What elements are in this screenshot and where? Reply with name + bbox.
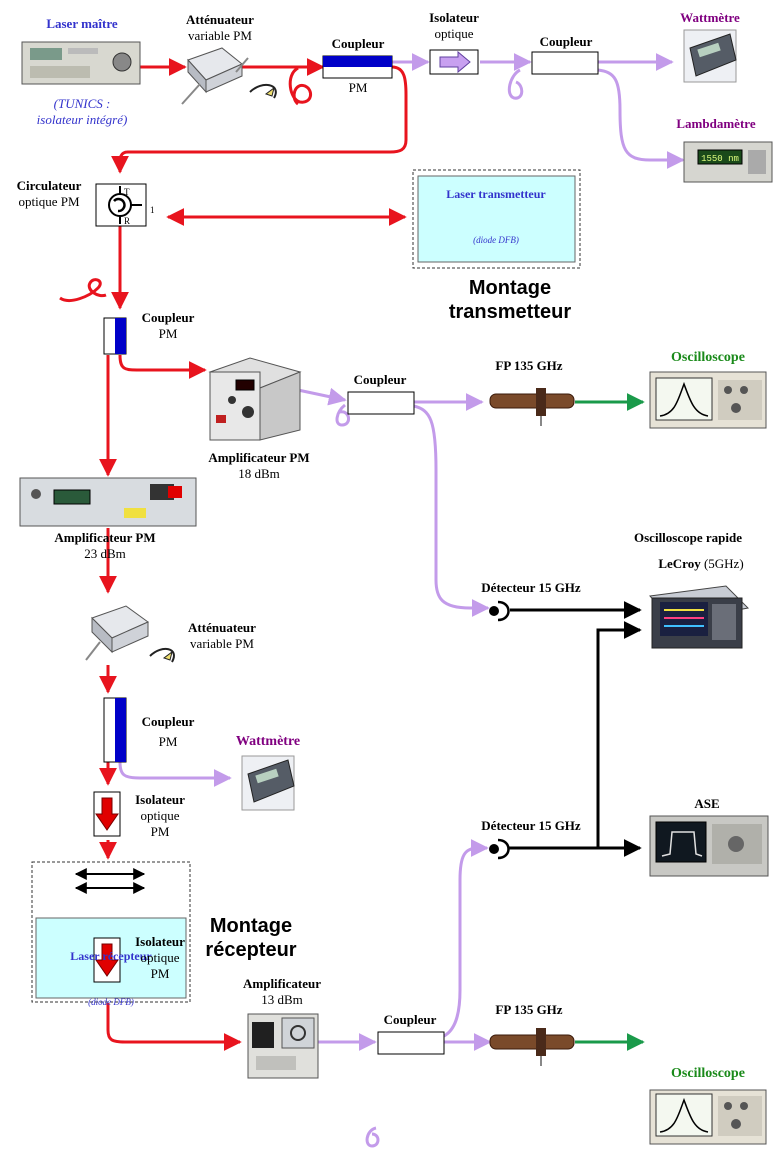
isolateur-1-arrow-icon [439, 50, 471, 74]
circulateur-subtitle: optique PM [18, 194, 80, 209]
fp-1-label: FP 135 GHz [495, 358, 563, 373]
oscilloscope-rapide-bandwidth: (5GHz) [703, 556, 744, 571]
ase-label: ASE [694, 796, 720, 811]
coupleur-4-title: Coupleur [353, 372, 407, 387]
coupleur-6-title: Coupleur [383, 1012, 437, 1027]
isolateur-3-title: Isolateur [135, 934, 185, 949]
isolateur-1-title: Isolateur [429, 10, 479, 25]
montage-recepteur-label-2: récepteur [205, 939, 297, 961]
montage-transmetteur-label-2: transmetteur [448, 301, 572, 323]
amplificateur-2-title: Amplificateur PM [54, 530, 156, 545]
coupleur-4 [347, 391, 415, 415]
circulateur-title: Circulateur [16, 178, 82, 193]
isolateur-3-sub1: optique [140, 950, 180, 965]
laser-recepteur-label: Laser récepteur [70, 949, 152, 963]
montage-recepteur-label-1: Montage [209, 915, 293, 937]
attenuateur-2-subtitle: variable PM [190, 636, 254, 651]
amplificateur-1-subtitle: 18 dBm [238, 466, 280, 481]
fp-2-label: FP 135 GHz [495, 1002, 563, 1017]
coupleur-1-title: Coupleur [331, 36, 385, 51]
fp-2-device [489, 1028, 575, 1066]
coupleur-2 [531, 51, 599, 75]
isolateur-1-subtitle: optique [434, 26, 474, 41]
oscilloscope-rapide-title: Oscilloscope rapide [634, 530, 742, 545]
oscilloscope-rapide-device [649, 585, 750, 649]
laser-transmetteur-box [417, 175, 576, 263]
attenuateur-2-device [85, 605, 175, 663]
detecteur-2-label: Détecteur 15 GHz [481, 818, 581, 833]
isolateur-3-sub2: PM [150, 966, 170, 981]
amplificateur-1-title: Amplificateur PM [208, 450, 310, 465]
coupleur-6 [377, 1031, 445, 1055]
montage-recepteur-frame [31, 861, 191, 1003]
output-paths [575, 393, 645, 1051]
wattmetre-2-label: Wattmètre [235, 734, 301, 749]
oscilloscope-1-label: Oscilloscope [671, 350, 745, 365]
amplificateur-2-device [19, 477, 197, 527]
isolateur-2-title: Isolateur [135, 792, 185, 807]
circ-t-label: T [124, 187, 130, 197]
attenuateur-1-title: Atténuateur [186, 12, 254, 27]
circ-r-label: R [124, 216, 130, 226]
laser-maitre-label: Laser maître [46, 16, 118, 31]
oscilloscope-1-device [649, 371, 767, 429]
coupleur-5-title: Coupleur [141, 714, 195, 729]
detecteur-1-label: Détecteur 15 GHz [481, 580, 581, 595]
amplificateur-3-subtitle: 13 dBm [261, 992, 303, 1007]
std-fiber-paths [118, 53, 685, 1148]
ase-device [649, 815, 769, 877]
isolateur-2-sub1: optique [140, 808, 180, 823]
oscilloscope-2-label: Oscilloscope [671, 1066, 745, 1081]
detecteur-1-body [489, 606, 499, 616]
detecteur-1-icon [497, 600, 510, 622]
coupleur-3-blue [115, 318, 126, 354]
isolateur-2-arrow-icon [95, 797, 119, 831]
amplificateur-2-subtitle: 23 dBm [84, 546, 126, 561]
wattmetre-1-device [683, 29, 737, 83]
amplificateur-1-device [208, 357, 302, 441]
circulateur-device: T 1 R [95, 183, 155, 227]
circ-1-label: 1 [150, 205, 155, 215]
tunics-note-line2: isolateur intégré) [36, 112, 128, 127]
oscilloscope-rapide-brand: LeCroy [658, 556, 701, 571]
tunics-note-line1: (TUNICS : [53, 96, 111, 111]
attenuateur-1-subtitle: variable PM [188, 28, 252, 43]
isolateur-2-sub2: PM [150, 824, 170, 839]
oscilloscope-rapide-model: LeCroy (5GHz) [646, 556, 756, 572]
wattmetre-1-label: Wattmètre [680, 10, 740, 25]
bidirectional-arrow-icon [74, 868, 146, 894]
detecteur-2-icon [497, 838, 510, 860]
oscilloscope-2-device [649, 1089, 767, 1145]
coupleur-5-blue [115, 698, 126, 762]
coupleur-2-title: Coupleur [539, 34, 593, 49]
lambdametre-device: 1550 nm [683, 141, 773, 183]
laser-transmetteur-label: Laser transmetteur [446, 187, 546, 201]
attenuateur-2-title: Atténuateur [188, 620, 256, 635]
laser-transmetteur-sub: (diode DFB) [473, 235, 519, 245]
coupleur-1-blue [323, 56, 392, 67]
amplificateur-3-device [247, 1013, 319, 1079]
electrical-paths [508, 601, 642, 857]
montage-transmetteur-label-1: Montage [468, 277, 552, 299]
lambdametre-label: Lambdamètre [676, 116, 756, 131]
coupleur-3-subtitle: PM [158, 326, 178, 341]
attenuateur-1-device [181, 47, 277, 105]
montage-transmetteur-frame [412, 169, 581, 269]
fp-1-device [489, 388, 575, 426]
laser-recepteur-sub: (diode DFB) [88, 997, 134, 1007]
laser-maitre-device [21, 41, 141, 85]
detecteur-2-body [489, 844, 499, 854]
coupleur-5-subtitle: PM [158, 734, 178, 749]
coupleur-3-title: Coupleur [141, 310, 195, 325]
isolateur-3-arrow-icon [95, 943, 119, 977]
lambdametre-display: 1550 nm [701, 154, 739, 164]
wattmetre-2-device [241, 755, 295, 811]
amplificateur-3-title: Amplificateur [243, 976, 321, 991]
coupleur-1-subtitle: PM [348, 80, 368, 95]
